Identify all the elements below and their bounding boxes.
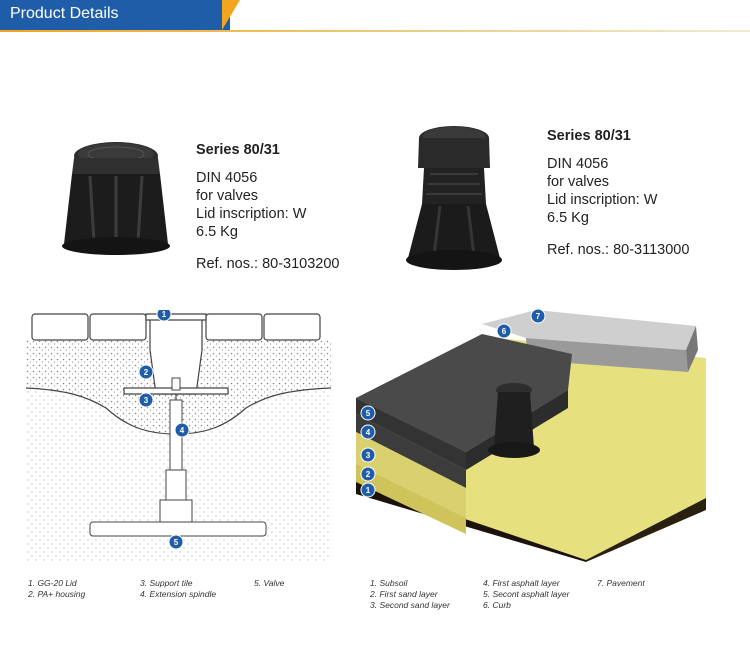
marker-5: 5 bbox=[366, 409, 371, 418]
ref-number: Ref. nos.: 80-3103200 bbox=[196, 256, 340, 272]
marker-4: 4 bbox=[180, 426, 185, 435]
marker-5: 5 bbox=[174, 538, 179, 547]
legend-item: 6. Curb bbox=[483, 600, 511, 610]
left-legend: 5. Valve bbox=[254, 578, 284, 589]
header-accent bbox=[222, 0, 240, 30]
marker-7: 7 bbox=[536, 312, 541, 321]
header-tab: Product Details bbox=[0, 0, 230, 30]
marker-1: 1 bbox=[366, 486, 371, 495]
inscription-label: Lid inscription: W bbox=[547, 192, 658, 208]
legend-item: 2. PA+ housing bbox=[28, 589, 86, 599]
series-label: Series 80/31 bbox=[196, 142, 280, 158]
product-spec-2: Series 80/31 DIN 4056 for valves Lid ins… bbox=[547, 127, 689, 259]
right-legend: 4. First asphalt layer 5. Secont asphalt… bbox=[483, 578, 569, 611]
legend-item: 5. Valve bbox=[254, 578, 285, 588]
section-header: Product Details bbox=[0, 0, 750, 32]
legend-item: 4. Extension spindle bbox=[140, 589, 217, 599]
legend-item: 4. First asphalt layer bbox=[483, 578, 560, 588]
marker-6: 6 bbox=[502, 327, 507, 336]
use-label: for valves bbox=[547, 174, 610, 190]
left-legend: 1. GG-20 Lid 2. PA+ housing bbox=[28, 578, 85, 600]
standard-label: DIN 4056 bbox=[196, 170, 258, 186]
marker-3: 3 bbox=[144, 396, 149, 405]
use-label: for valves bbox=[196, 188, 259, 204]
legend-item: 5. Secont asphalt layer bbox=[483, 589, 570, 599]
standard-label: DIN 4056 bbox=[547, 156, 609, 172]
marker-3: 3 bbox=[366, 451, 371, 460]
marker-1: 1 bbox=[162, 310, 167, 319]
installation-cross-section-diagram: 1 2 3 4 5 bbox=[26, 310, 331, 562]
product-spec-1: Series 80/31 DIN 4056 for valves Lid ins… bbox=[196, 141, 340, 273]
legend-item: 3. Support tile bbox=[140, 578, 193, 588]
inscription-label: Lid inscription: W bbox=[196, 206, 307, 222]
valve-box-short-image bbox=[62, 142, 170, 255]
legend-item: 2. First sand layer bbox=[370, 589, 438, 599]
header-underline bbox=[0, 30, 750, 32]
right-legend: 1. Subsoil 2. First sand layer 3. Second… bbox=[370, 578, 450, 611]
series-label: Series 80/31 bbox=[547, 128, 631, 144]
legend-item: 1. GG-20 Lid bbox=[28, 578, 77, 588]
valve-box-tall-image bbox=[406, 126, 502, 270]
marker-2: 2 bbox=[366, 470, 371, 479]
pavement-layers-diagram: 7 6 5 4 3 2 1 bbox=[356, 308, 706, 562]
left-legend: 3. Support tile 4. Extension spindle bbox=[140, 578, 216, 600]
legend-item: 1. Subsoil bbox=[370, 578, 408, 588]
weight-label: 6.5 Kg bbox=[196, 224, 238, 240]
page-title: Product Details bbox=[10, 5, 119, 22]
legend-item: 7. Pavement bbox=[597, 578, 645, 588]
marker-4: 4 bbox=[366, 428, 371, 437]
right-legend: 7. Pavement bbox=[597, 578, 645, 589]
legend-item: 3. Second sand layer bbox=[370, 600, 450, 610]
ref-number: Ref. nos.: 80-3113000 bbox=[547, 242, 690, 258]
marker-2: 2 bbox=[144, 368, 149, 377]
weight-label: 6.5 Kg bbox=[547, 210, 589, 226]
